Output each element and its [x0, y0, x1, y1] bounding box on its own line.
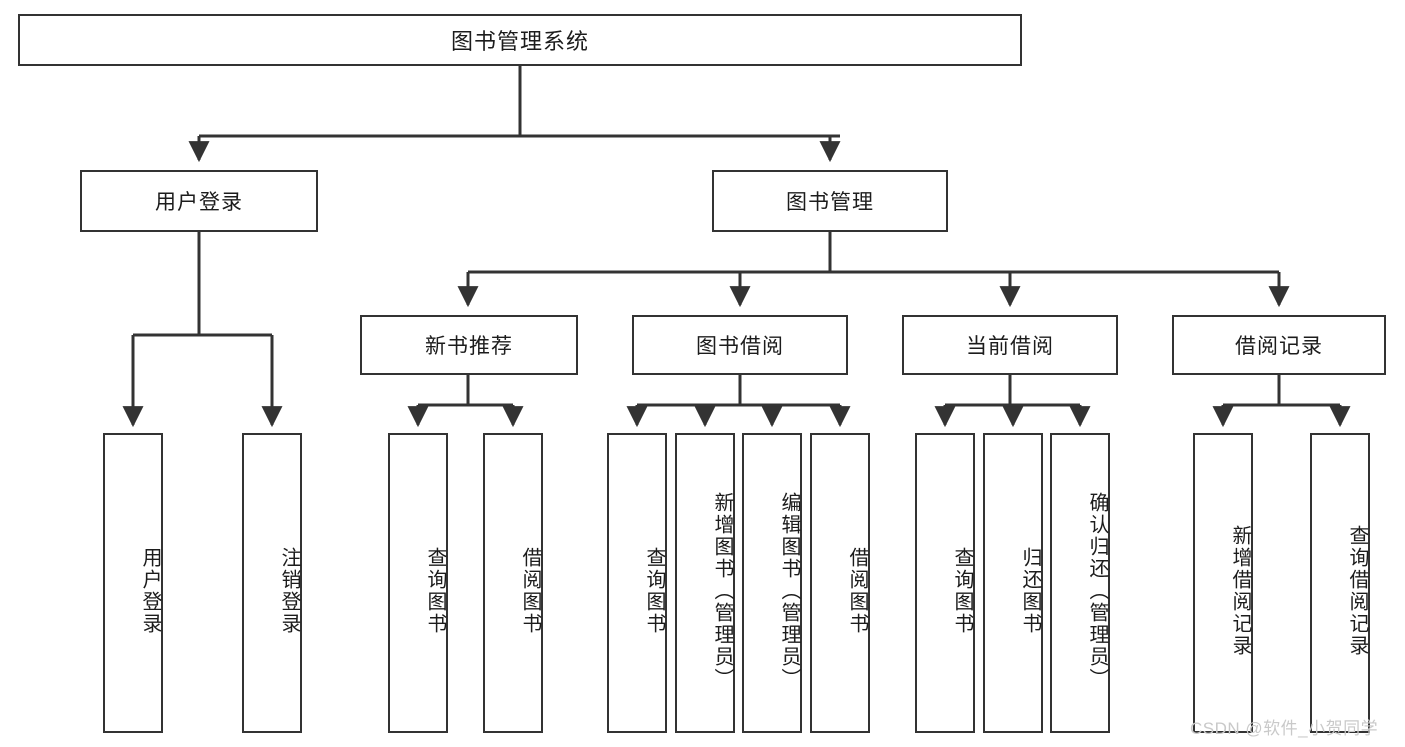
- leaf-node-logout[interactable]: 注销登录: [242, 433, 302, 733]
- node-label: 图书管理系统: [450, 29, 589, 54]
- node-label: 新增图书（管理员）: [711, 492, 733, 690]
- node-book-management[interactable]: 图书管理: [712, 170, 948, 232]
- node-label: 当前借阅: [966, 335, 1054, 358]
- node-label: 图书管理: [786, 191, 874, 214]
- node-label: 查询图书: [643, 547, 665, 635]
- node-user-login[interactable]: 用户登录: [80, 170, 318, 232]
- node-label: 借阅图书: [846, 547, 868, 635]
- node-root-system[interactable]: 图书管理系统: [18, 14, 1022, 66]
- leaf-node-add-borrow-record[interactable]: 新增借阅记录: [1193, 433, 1253, 733]
- leaf-node-query-book-recommend[interactable]: 查询图书: [388, 433, 448, 733]
- node-label: 查询图书: [951, 547, 973, 635]
- leaf-node-borrow-book-recommend[interactable]: 借阅图书: [483, 433, 543, 733]
- node-label: 用户登录: [139, 547, 161, 635]
- node-label: 借阅记录: [1235, 335, 1323, 358]
- node-label: 借阅图书: [519, 547, 541, 635]
- node-label: 新增借阅记录: [1229, 525, 1251, 657]
- node-label: 用户登录: [155, 191, 243, 214]
- node-label: 查询图书: [424, 547, 446, 635]
- node-label: 编辑图书（管理员）: [778, 492, 800, 690]
- leaf-node-confirm-return-admin[interactable]: 确认归还（管理员）: [1050, 433, 1110, 733]
- node-label: 查询借阅记录: [1346, 525, 1368, 657]
- leaf-node-user-login[interactable]: 用户登录: [103, 433, 163, 733]
- node-current-borrow[interactable]: 当前借阅: [902, 315, 1118, 375]
- leaf-node-query-book-borrow[interactable]: 查询图书: [607, 433, 667, 733]
- node-label: 归还图书: [1019, 547, 1041, 635]
- node-new-book-recommend[interactable]: 新书推荐: [360, 315, 578, 375]
- node-label: 图书借阅: [696, 335, 784, 358]
- node-borrow-record[interactable]: 借阅记录: [1172, 315, 1386, 375]
- leaf-node-query-book-current[interactable]: 查询图书: [915, 433, 975, 733]
- leaf-node-borrow-book[interactable]: 借阅图书: [810, 433, 870, 733]
- leaf-node-query-borrow-record[interactable]: 查询借阅记录: [1310, 433, 1370, 733]
- node-book-borrow[interactable]: 图书借阅: [632, 315, 848, 375]
- leaf-node-return-book[interactable]: 归还图书: [983, 433, 1043, 733]
- leaf-node-edit-book-admin[interactable]: 编辑图书（管理员）: [742, 433, 802, 733]
- node-label: 确认归还（管理员）: [1086, 492, 1108, 690]
- node-label: 注销登录: [278, 547, 300, 635]
- node-label: 新书推荐: [425, 335, 513, 358]
- watermark-text: CSDN @软件_小贺同学: [1190, 719, 1379, 738]
- leaf-node-add-book-admin[interactable]: 新增图书（管理员）: [675, 433, 735, 733]
